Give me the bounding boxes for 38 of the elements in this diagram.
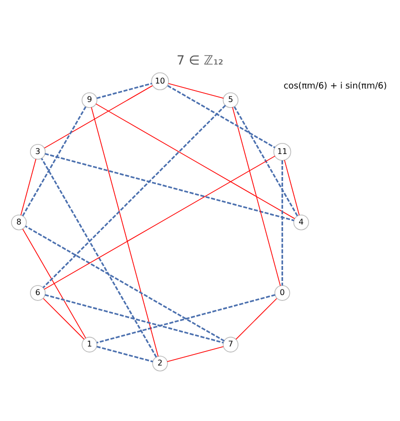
connector: [234, 106, 298, 216]
node-circle: 10: [151, 72, 169, 90]
connector: [40, 157, 158, 358]
node-circle: 4: [293, 214, 310, 230]
label: cos(πm/6) + i sin(πm/6): [284, 80, 387, 91]
node-circle: 2: [152, 355, 168, 371]
connector: [95, 102, 296, 219]
connector: [96, 294, 276, 343]
node-circle: 5: [222, 92, 238, 108]
connector: [44, 294, 224, 343]
connector: [168, 82, 224, 98]
node-circle: 3: [30, 144, 46, 160]
node-circle: 9: [82, 92, 98, 108]
connector: [22, 228, 86, 338]
connector: [167, 84, 276, 148]
connector: [44, 84, 153, 148]
node-circle: 1: [82, 336, 98, 352]
connector: [42, 298, 85, 340]
connector: [22, 106, 86, 216]
connector: [236, 298, 278, 340]
connector: [42, 104, 226, 288]
connector: [44, 152, 294, 221]
connector: [44, 155, 276, 290]
diagram-title: 7 ∈ ℤ₁₂: [176, 52, 224, 67]
connector: [91, 106, 159, 356]
connector: [25, 224, 225, 342]
connector: [166, 346, 224, 362]
connector: [96, 345, 154, 362]
connector: [20, 158, 36, 216]
node-circle: 8: [11, 214, 27, 230]
node-circle: 0: [274, 284, 290, 300]
node-circle: 7: [222, 336, 238, 352]
connector: [232, 106, 281, 286]
node-circle: 11: [273, 142, 292, 160]
connector: [281, 160, 284, 285]
node-circle: 6: [30, 284, 46, 300]
connector: [96, 82, 152, 98]
connector: [284, 159, 300, 216]
